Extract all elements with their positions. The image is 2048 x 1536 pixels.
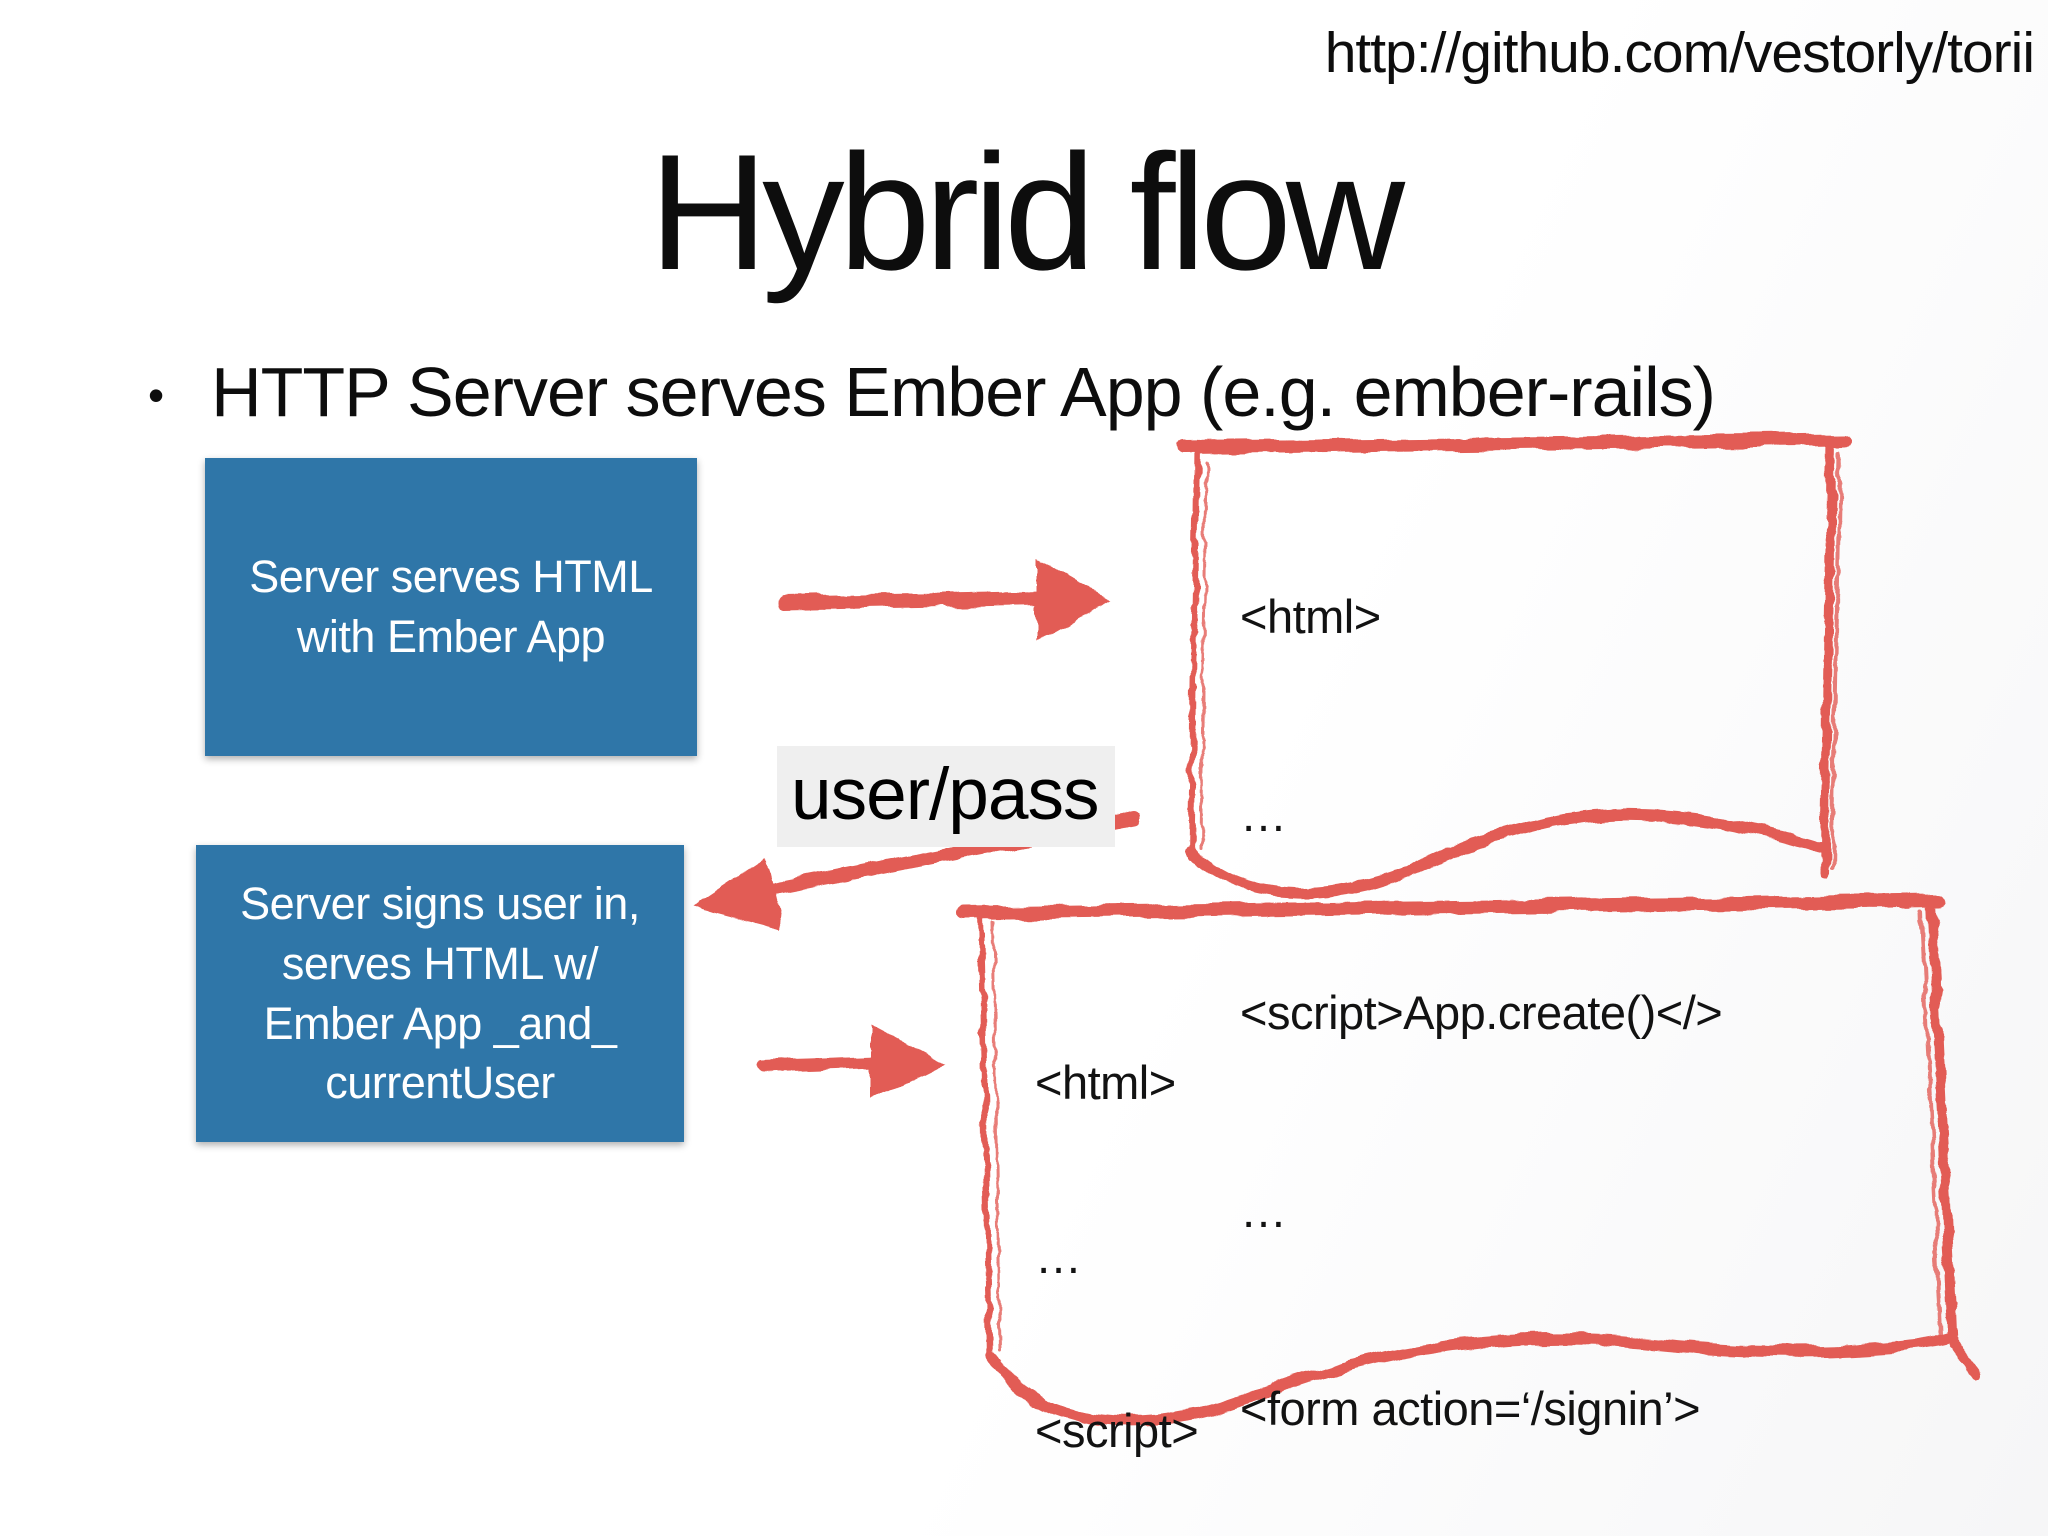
code-line: … [1035, 1230, 1082, 1283]
code-line: <script> [1035, 1404, 1199, 1457]
slide-title: Hybrid flow [648, 120, 1405, 304]
github-url: http://github.com/vestorly/torii [1324, 21, 2035, 85]
server-box-2-line: serves HTML w/ [281, 937, 599, 989]
code-line: <html> [1035, 1056, 1176, 1109]
code-box-2: <html> … <script> App.create(); App.curr… [1035, 938, 1763, 1536]
bullet-text: HTTP Server serves Ember App (e.g. ember… [211, 353, 1716, 431]
server-box-2-line: Ember App _and_ [263, 997, 617, 1049]
server-box-2-line: currentUser [325, 1057, 555, 1109]
server-box-1-line: Server serves HTML [249, 551, 653, 603]
bullet-icon: • [148, 369, 164, 421]
code-line: … [1240, 788, 1287, 841]
code-line: <script>App.create()</> [1240, 986, 1723, 1039]
server-box-2: Server signs user in, serves HTML w/ Emb… [196, 845, 684, 1142]
server-box-1: Server serves HTML with Ember App [205, 458, 697, 756]
arrow-right-bottom-icon [757, 1026, 944, 1100]
code-box-1: <html> … <script>App.create()</> … <form… [1240, 452, 1723, 1536]
server-box-1-line: with Ember App [296, 611, 606, 662]
arrow-right-top-icon [778, 558, 1110, 642]
code-line: <html> [1240, 590, 1381, 643]
code-line: … [1240, 1184, 1287, 1237]
server-box-2-line: Server signs user in, [240, 877, 640, 929]
bullet-item: • HTTP Server serves Ember App (e.g. emb… [148, 352, 1716, 438]
code-line: <form action=‘/signin’> [1240, 1382, 1701, 1435]
user-pass-label: user/pass [777, 746, 1115, 848]
